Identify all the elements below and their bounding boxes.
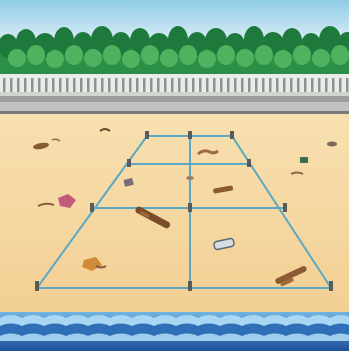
tree-trunk [66,78,69,92]
bottle-icon [186,176,194,180]
tree-trunk [143,78,146,92]
tree-trunk [276,78,279,92]
tree-trunk [339,78,342,92]
tree-trunk [269,78,272,92]
tree-trunk [17,78,20,92]
tree-trunk [178,78,181,92]
tree-trunk [234,78,237,92]
tree-trunk [311,78,314,92]
tree-trunk [185,78,188,92]
tree-trunk [45,78,48,92]
bottle-icon [300,157,308,163]
tree-trunk [262,78,265,92]
tree-trunk [290,78,293,92]
tree-trunk [31,78,34,92]
tree-trunk [164,78,167,92]
tree-trunk [122,78,125,92]
tree-trunk [332,78,335,92]
tree-trunk [87,78,90,92]
tree-trunk [199,78,202,92]
seawall-road [0,96,349,114]
tree-trunk [157,78,160,92]
tree-trunk [101,78,104,92]
tree-trunk [3,78,6,92]
tree-trunk [52,78,55,92]
tree-trunk [150,78,153,92]
tree-trunk [213,78,216,92]
tree-trunk [206,78,209,92]
sand-beach [0,114,349,314]
tree-trunk [255,78,258,92]
tree-trunk [24,78,27,92]
tree-trunk [59,78,62,92]
tree-trunk [227,78,230,92]
tree-trunk [220,78,223,92]
tree-trunk [108,78,111,92]
tree-trunk [94,78,97,92]
tree-trunk [192,78,195,92]
tree-trunk [283,78,286,92]
tree-trunk [10,78,13,92]
tree-trunks [0,74,349,96]
tree-trunk [318,78,321,92]
tree-trunk [325,78,328,92]
tree-trunk [346,78,349,92]
tree-trunk [129,78,132,92]
tree-trunk [248,78,251,92]
tree-trunk [80,78,83,92]
tree-trunk [304,78,307,92]
tree-trunk [171,78,174,92]
tree-trunk [73,78,76,92]
tree-trunk [241,78,244,92]
bottle-icon [327,142,337,147]
tree-trunk [38,78,41,92]
tree-trunk [297,78,300,92]
tree-trunk [136,78,139,92]
tree-trunk [115,78,118,92]
wave-icon [0,312,349,351]
